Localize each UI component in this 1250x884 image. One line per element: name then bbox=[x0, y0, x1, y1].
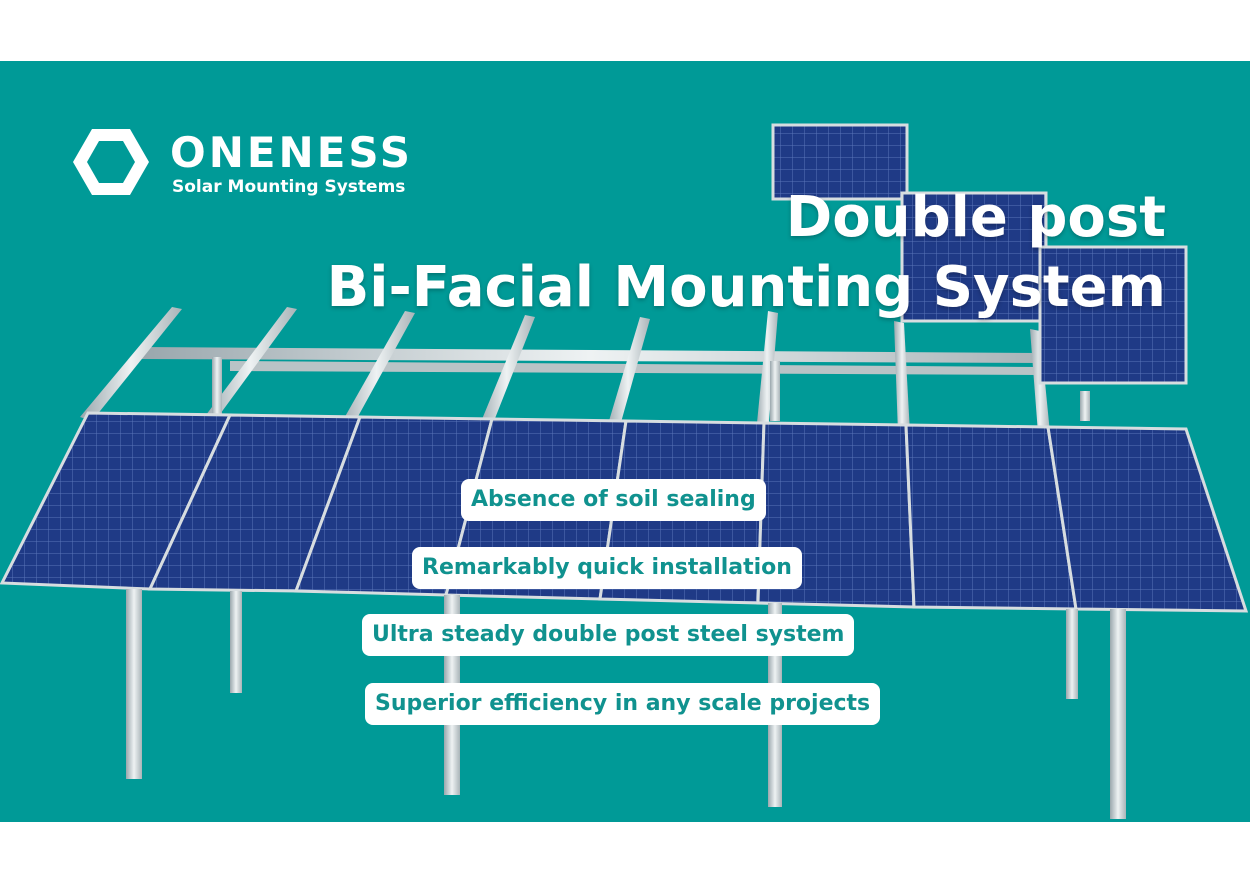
hexagon-logo-icon bbox=[73, 129, 149, 195]
brand-name: ONENESS bbox=[170, 128, 413, 177]
upper-panels bbox=[771, 123, 1188, 385]
brand-tagline: Solar Mounting Systems bbox=[172, 177, 406, 197]
feature-badge-soil: Absence of soil sealing bbox=[461, 479, 766, 521]
rear-posts bbox=[212, 357, 1090, 421]
page-title: Double post Bi-Facial Mounting System bbox=[327, 183, 1166, 323]
hero-banner: ONENESS Solar Mounting Systems Double po… bbox=[0, 61, 1250, 822]
feature-badge-installation: Remarkably quick installation bbox=[412, 547, 802, 589]
feature-badge-efficiency: Superior efficiency in any scale project… bbox=[365, 683, 881, 725]
title-line-2: Bi-Facial Mounting System bbox=[326, 255, 1166, 320]
brand-logo: ONENESS Solar Mounting Systems bbox=[72, 127, 432, 207]
solar-array-illustration bbox=[0, 123, 1249, 819]
feature-badge-steel: Ultra steady double post steel system bbox=[362, 614, 855, 656]
title-line-1: Double post bbox=[785, 185, 1166, 250]
